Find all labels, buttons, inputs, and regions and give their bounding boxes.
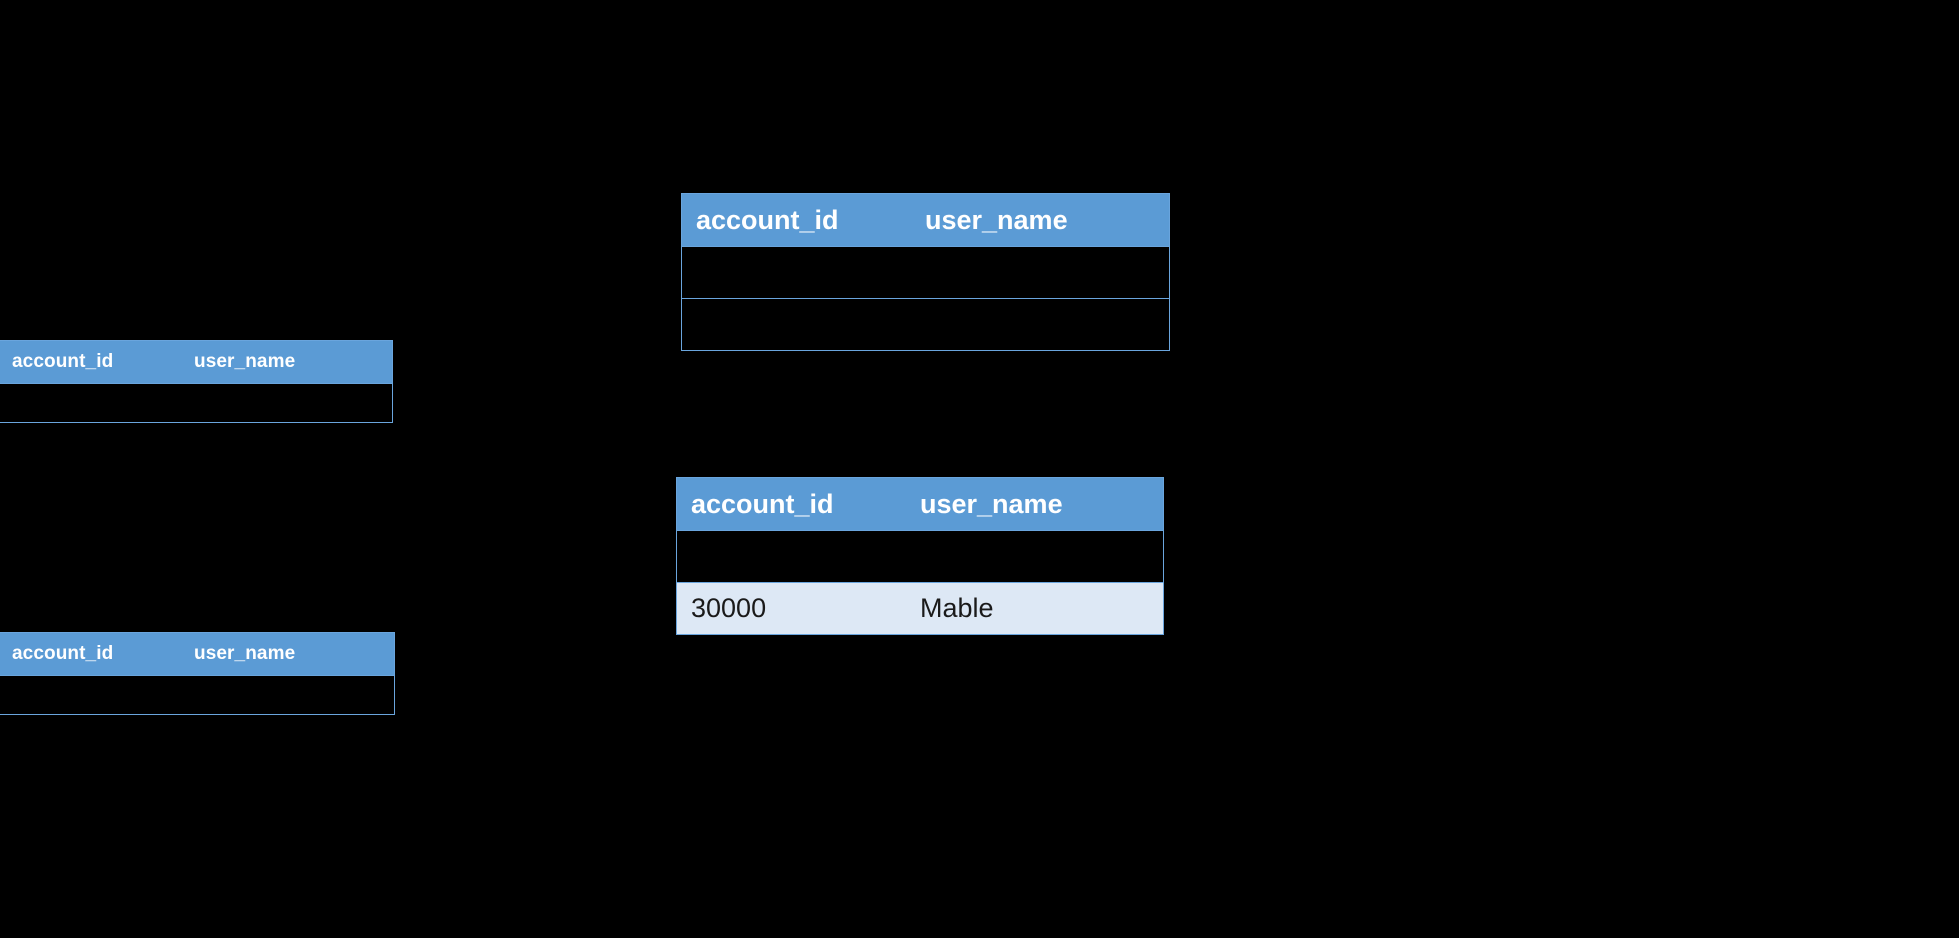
table-row[interactable] [677,530,1163,582]
table-accounts-centre-bottom[interactable]: account_id user_name 30000 Mable [676,477,1164,635]
column-header-account-id: account_id [12,351,114,372]
table-row[interactable] [0,383,392,422]
column-header-account-id: account_id [691,488,834,519]
column-header-user-name: user_name [194,351,296,372]
cell-account-id: 30000 [691,593,767,623]
column-header-user-name: user_name [194,643,296,664]
column-header-account-id: account_id [696,204,839,235]
table-header-row: account_id user_name [682,194,1169,246]
table-row[interactable] [682,298,1169,350]
table-header-row: account_id user_name [0,341,392,383]
column-header-account-id: account_id [12,643,114,664]
table-row[interactable] [0,675,394,714]
table-row[interactable]: 30000 Mable [677,582,1163,634]
table-row[interactable] [682,246,1169,298]
cell-user-name: Mable [920,593,994,623]
column-header-user-name: user_name [920,488,1063,519]
table-accounts-centre-top[interactable]: account_id user_name [681,193,1170,351]
table-header-row: account_id user_name [0,633,394,675]
table-header-row: account_id user_name [677,478,1163,530]
table-accounts-left-bottom[interactable]: account_id user_name [0,632,395,715]
column-header-user-name: user_name [925,204,1068,235]
table-accounts-left-top[interactable]: account_id user_name [0,340,393,423]
